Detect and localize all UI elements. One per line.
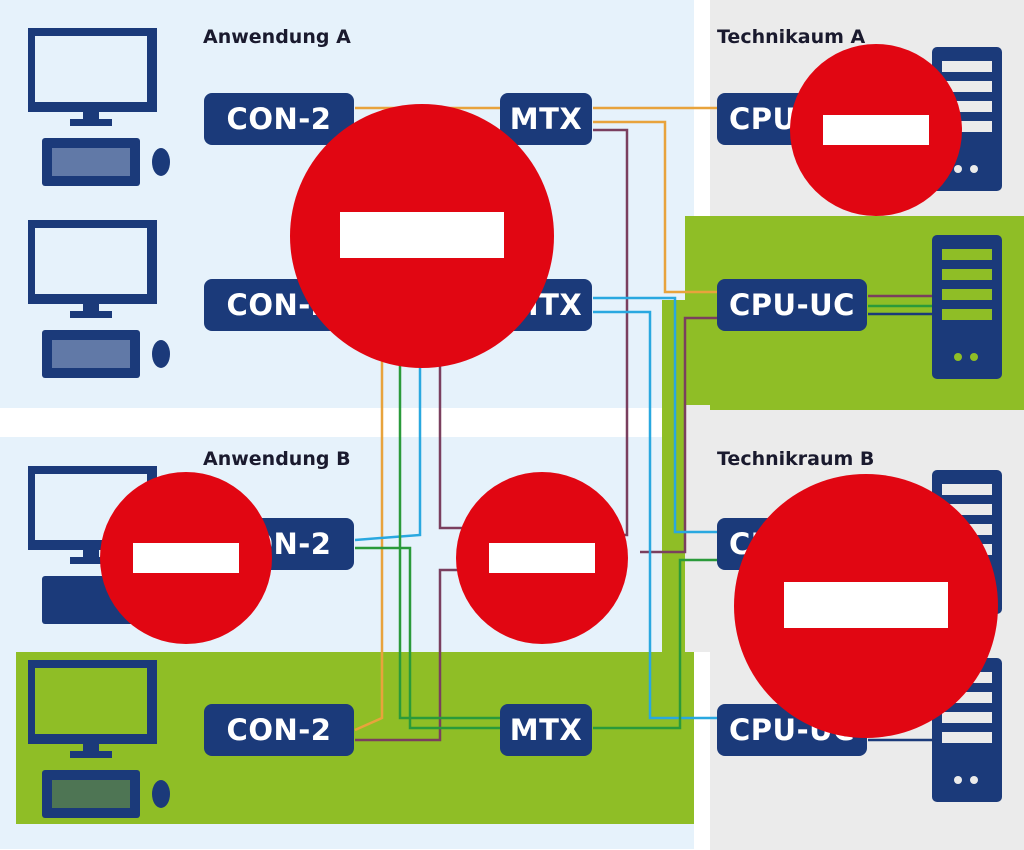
con-2-box-b2: CON-2 bbox=[204, 704, 354, 756]
cable-purple bbox=[640, 316, 717, 554]
label-anwendung-b: Anwendung B bbox=[203, 448, 351, 470]
workstation-a2 bbox=[28, 220, 170, 378]
no-entry-icon bbox=[290, 104, 554, 368]
cable-orange bbox=[593, 120, 717, 294]
no-entry-icon bbox=[100, 472, 272, 644]
cable-orange bbox=[354, 360, 384, 732]
cable-cyan bbox=[354, 360, 422, 542]
cable-cyan bbox=[593, 296, 717, 534]
keyboard-icon bbox=[42, 770, 140, 818]
workstation-b2 bbox=[28, 660, 170, 818]
no-entry-icon bbox=[790, 44, 962, 216]
label-anwendung-a: Anwendung A bbox=[203, 26, 351, 48]
con-2-box-a1: CON-2 bbox=[204, 93, 354, 145]
cable-cyan bbox=[593, 310, 717, 720]
mtx-box-b2: MTX bbox=[500, 704, 592, 756]
cable-green bbox=[593, 558, 717, 730]
workstation-a1 bbox=[28, 28, 170, 186]
cable-purple bbox=[355, 568, 470, 742]
zone-tech-connector bbox=[685, 405, 710, 652]
keyboard-icon bbox=[42, 330, 140, 378]
cable-purple bbox=[438, 360, 470, 530]
label-technikaum-a: Technikaum A bbox=[717, 26, 866, 48]
cable-green bbox=[398, 360, 500, 720]
keyboard-icon bbox=[42, 138, 140, 186]
no-entry-icon bbox=[456, 472, 628, 644]
monitor-icon bbox=[28, 220, 157, 318]
monitor-icon bbox=[28, 28, 157, 126]
mouse-icon bbox=[152, 148, 170, 176]
monitor-icon bbox=[28, 660, 157, 758]
no-entry-icon bbox=[734, 474, 998, 738]
mtx-box-a1: MTX bbox=[500, 93, 592, 145]
server-tower-icon bbox=[932, 235, 1002, 379]
cpu-uc-box-right: CPU-UC bbox=[717, 279, 867, 331]
cable-green bbox=[355, 546, 500, 730]
mouse-icon bbox=[152, 340, 170, 368]
label-technikraum-b: Technikraum B bbox=[717, 448, 875, 470]
mouse-icon bbox=[152, 780, 170, 808]
